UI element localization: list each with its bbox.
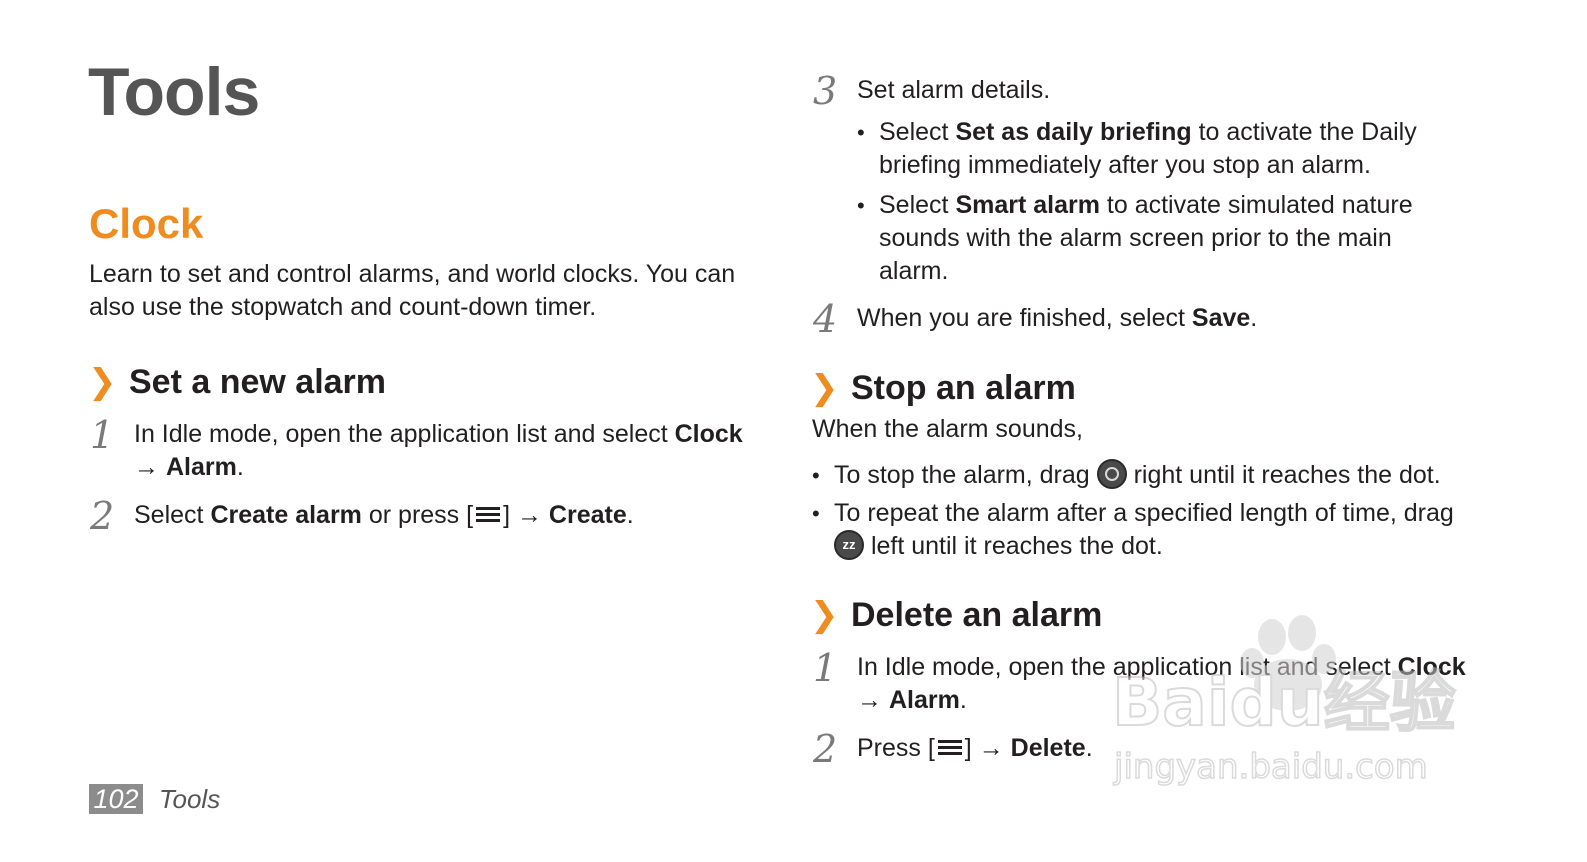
baidu-watermark: Baidu经验 jingyan.baidu.com — [1112, 615, 1457, 788]
chevron-right-icon: ❯ — [88, 363, 117, 401]
step-text: In Idle mode, open the application list … — [134, 420, 743, 481]
intro-paragraph: Learn to set and control alarms, and wor… — [89, 260, 736, 321]
watermark-url: jingyan.baidu.com — [1113, 747, 1428, 787]
bullet-text: To stop the alarm, drag right until it r… — [834, 459, 1441, 490]
bullet: • — [857, 193, 865, 218]
step-text: Press [] → Delete. — [857, 734, 1093, 762]
step-text: Select Create alarm or press [] → Create… — [134, 501, 634, 529]
watermark-brand: Baidu经验 — [1112, 664, 1456, 741]
page-number: 102 — [89, 784, 143, 814]
step-number: 2 — [813, 727, 838, 771]
chevron-right-icon: ❯ — [810, 369, 839, 407]
step-number: 3 — [813, 69, 838, 113]
bullet-text: To repeat the alarm after a specified le… — [834, 499, 1454, 561]
snooze-icon: zz — [834, 530, 864, 561]
stop-alarm-intro: When the alarm sounds, — [812, 415, 1083, 443]
subheading-set-alarm: Set a new alarm — [129, 363, 387, 401]
section-title: Clock — [89, 200, 204, 247]
menu-key-icon — [473, 505, 503, 523]
step-number: 4 — [813, 297, 838, 341]
chevron-right-icon: ❯ — [810, 596, 839, 634]
page-title: Tools — [88, 54, 260, 130]
bullet-text: Select Smart alarm to activate simulated… — [879, 191, 1413, 285]
subheading-stop-alarm: Stop an alarm — [851, 369, 1076, 407]
bullet: • — [812, 501, 820, 526]
baidu-paw-icon — [1240, 615, 1336, 711]
step-text: When you are finished, select Save. — [857, 304, 1258, 332]
subheading-delete-alarm: Delete an alarm — [851, 596, 1103, 634]
step-number: 1 — [813, 646, 838, 690]
bullet: • — [857, 120, 865, 145]
bullet: • — [812, 463, 820, 488]
menu-key-icon — [935, 738, 965, 756]
step-text: Set alarm details. — [857, 76, 1051, 104]
alarm-stop-icon — [1096, 459, 1127, 490]
step-number: 1 — [90, 413, 115, 457]
footer-section-title: Tools — [159, 784, 221, 814]
step-number: 2 — [90, 494, 115, 538]
bullet-text: Select Set as daily briefing to activate… — [879, 118, 1417, 179]
